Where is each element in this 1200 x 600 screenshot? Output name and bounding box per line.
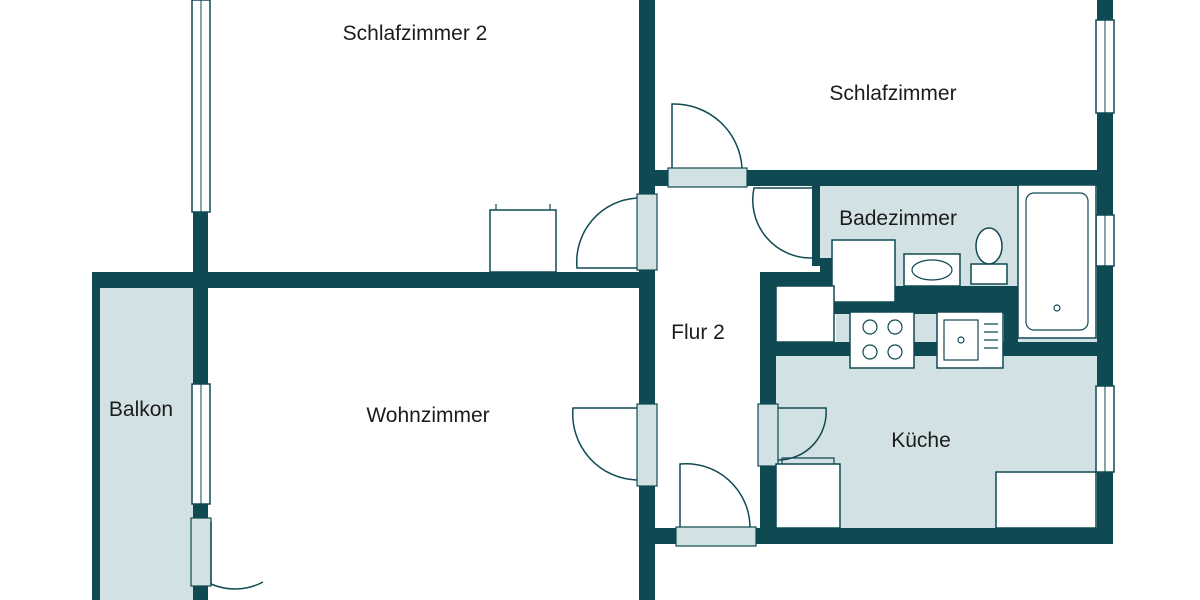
windows	[191, 0, 1115, 505]
bathroom-sink	[903, 253, 961, 287]
wall-hall-left-top	[639, 0, 655, 195]
wall-hall-left-bot	[639, 485, 655, 600]
wall-right-outer-1	[1097, 0, 1113, 20]
doors	[190, 103, 827, 590]
toilet-tank	[970, 263, 1008, 285]
wall-bath-inner	[1004, 286, 1018, 356]
label-kueche: Küche	[891, 429, 951, 452]
kitchen-worktop	[995, 471, 1097, 529]
radiator	[489, 209, 557, 273]
stove	[849, 311, 915, 369]
door-kitchen	[757, 403, 779, 467]
label-wohnzimmer: Wohnzimmer	[366, 404, 489, 427]
room-labels: Schlafzimmer 2 Schlafzimmer Badezimmer F…	[109, 22, 957, 452]
label-schlafzimmer2: Schlafzimmer 2	[343, 22, 488, 45]
door-balkon	[190, 517, 212, 587]
wall-right-outer-3	[1097, 266, 1113, 386]
wall-horizontal-mid	[92, 272, 654, 288]
wall-bedroom-bottom	[655, 170, 1113, 186]
washing-machine	[831, 239, 896, 303]
door-entrance	[675, 526, 757, 547]
wall-balkon-left	[92, 272, 100, 600]
wall-kitchen-left-top	[760, 272, 776, 404]
door-living	[636, 403, 658, 487]
fixtures	[489, 184, 1097, 529]
kitchen-cabinet	[775, 463, 841, 529]
wall-right-outer-4	[1097, 472, 1113, 544]
wall-hall-left-mid	[639, 270, 655, 405]
bathtub	[1017, 184, 1097, 339]
wall-kitchen-left-bot	[760, 466, 776, 536]
label-badezimmer: Badezimmer	[839, 207, 957, 230]
door-bedroom	[667, 167, 748, 188]
label-flur2: Flur 2	[671, 321, 725, 344]
kitchen-shaft	[775, 285, 835, 343]
door-bathroom	[751, 187, 813, 259]
wall-bath-kitchen-a	[760, 272, 828, 286]
toilet-bowl	[975, 227, 1003, 265]
wall-bath-left	[812, 186, 820, 266]
balkon-floor	[100, 288, 193, 600]
door-bedroom2	[636, 193, 658, 271]
wall-right-outer-2	[1097, 113, 1113, 215]
label-schlafzimmer: Schlafzimmer	[829, 82, 956, 105]
label-balkon: Balkon	[109, 398, 173, 421]
